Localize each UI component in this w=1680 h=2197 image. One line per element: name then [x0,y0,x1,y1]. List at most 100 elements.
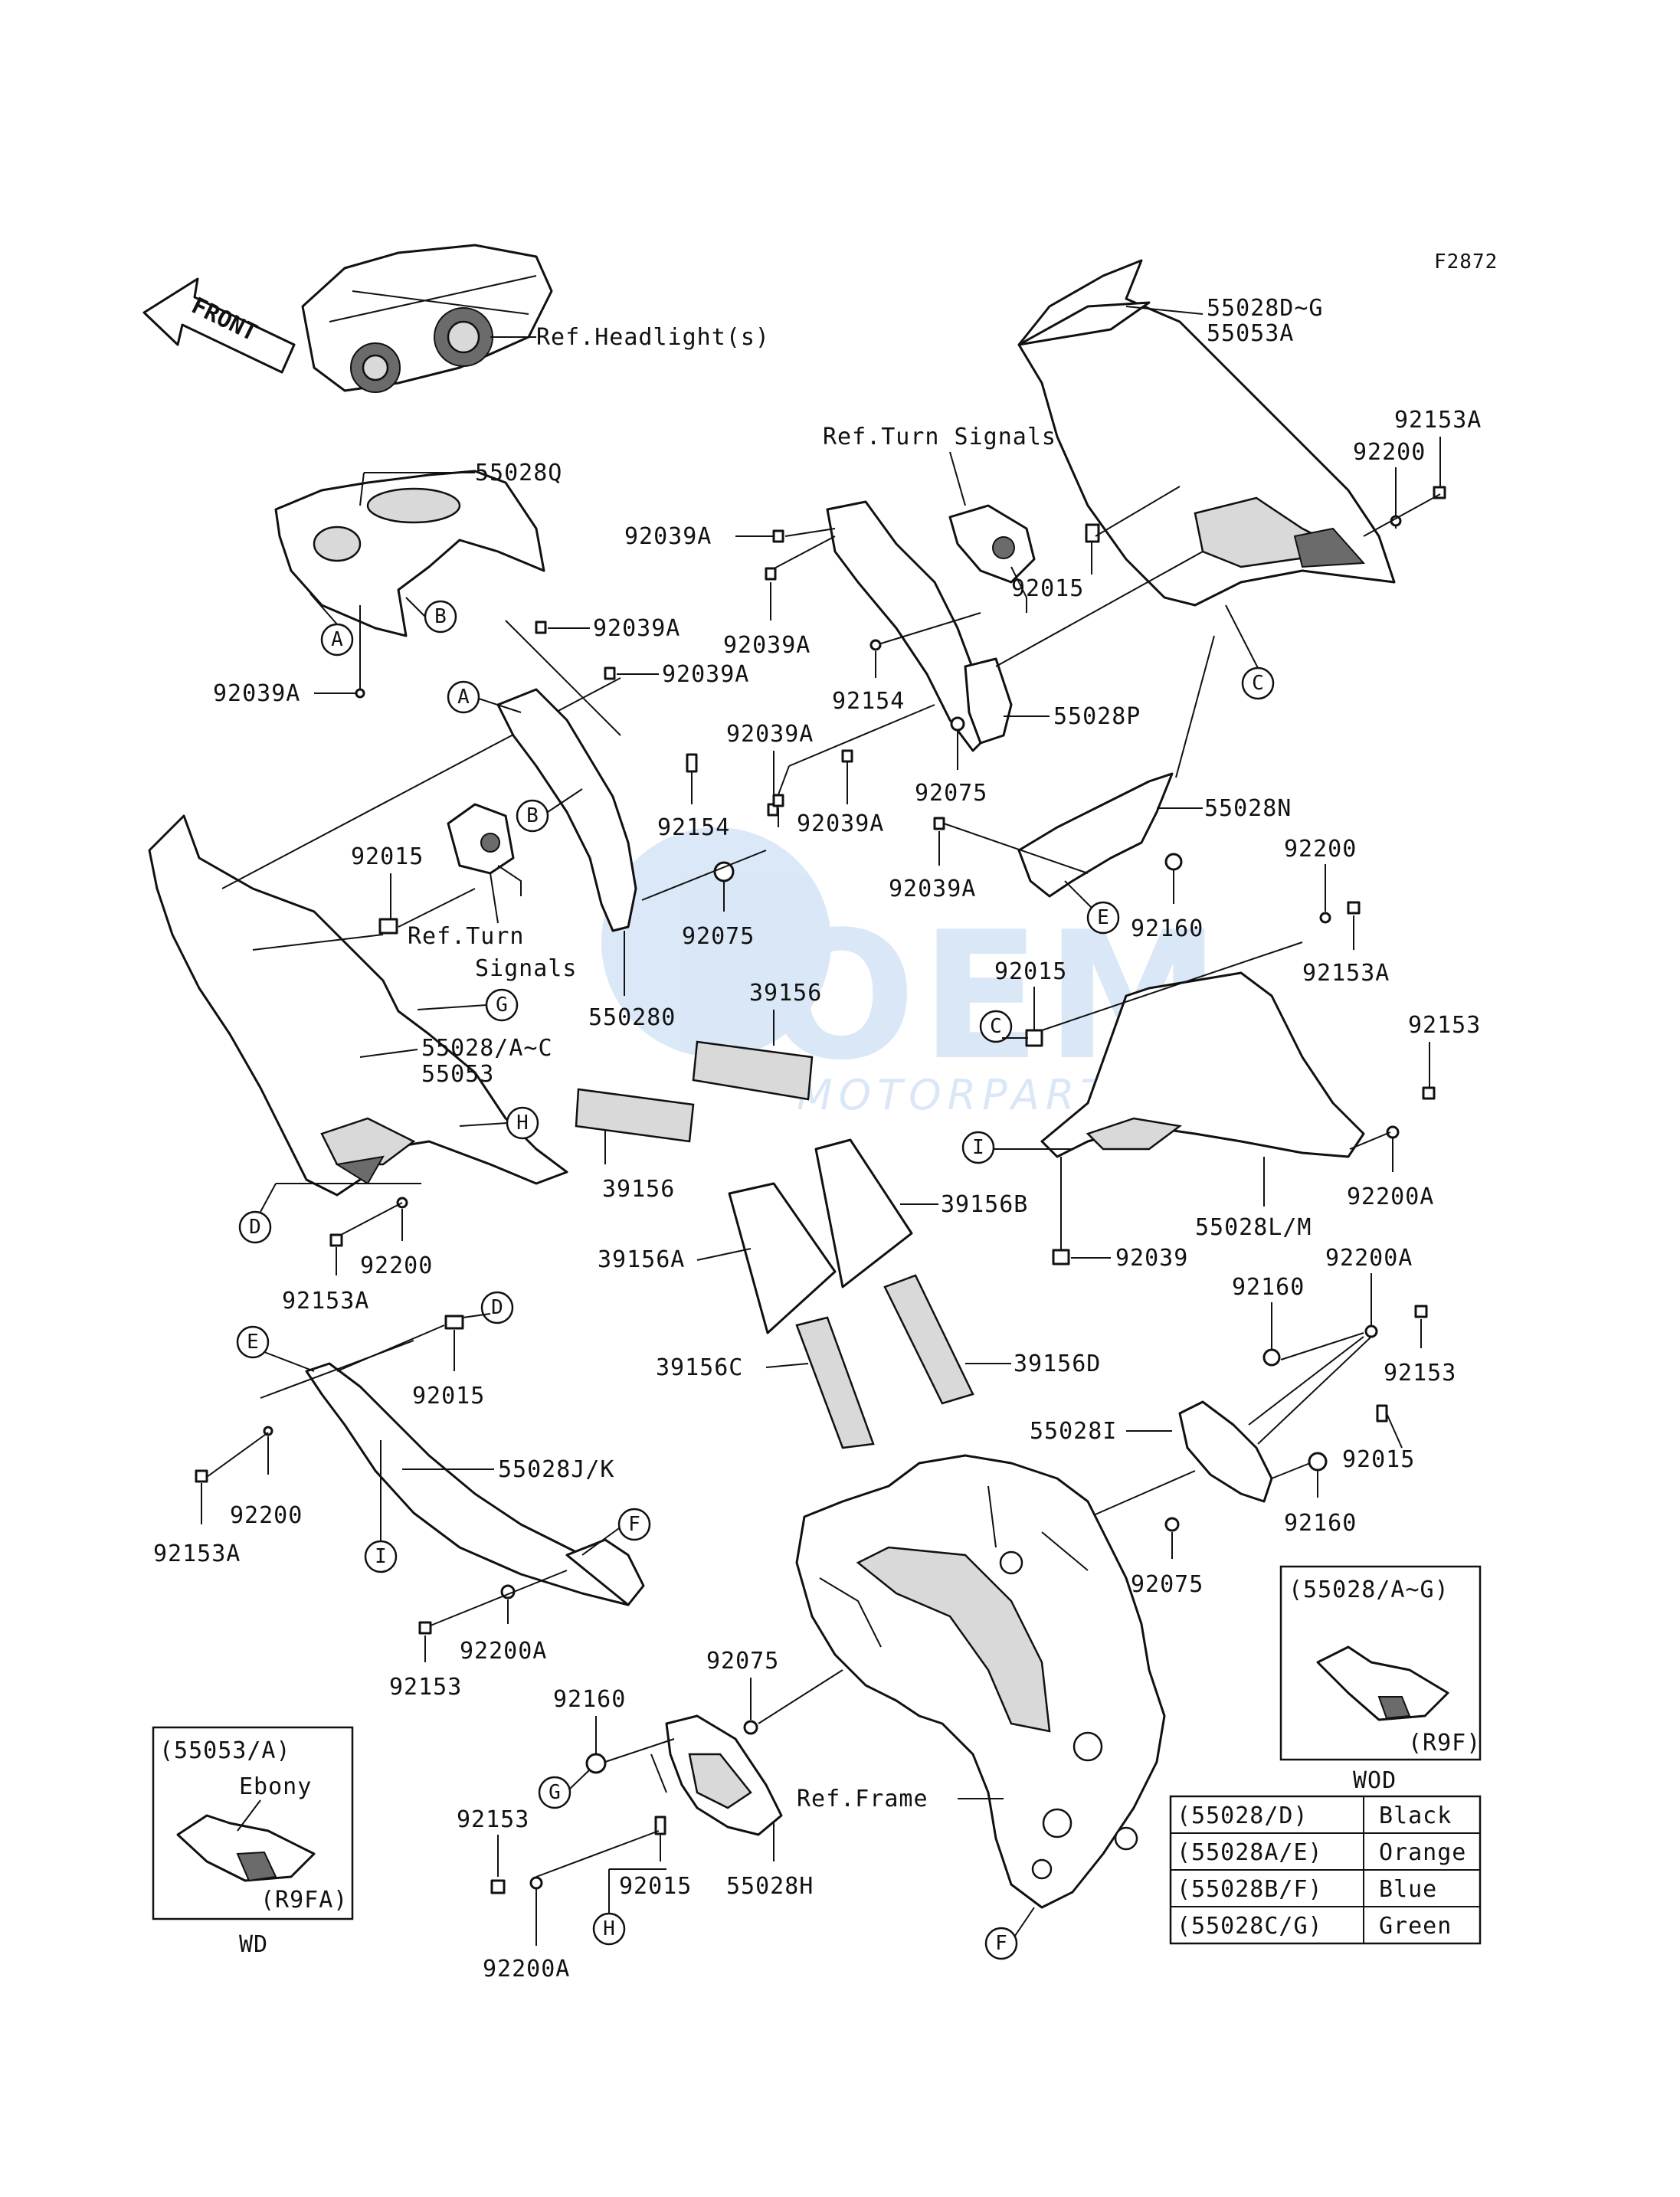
label-92039A-6: 92039A [726,721,814,748]
marker-D-1: D [238,1210,272,1244]
marker-I-1: I [961,1131,995,1164]
label-92153-3: 92153 [389,1674,462,1701]
svg-text:E: E [1097,906,1109,929]
color-row-1-color: Orange [1379,1839,1466,1866]
svg-text:G: G [549,1781,561,1804]
marker-D-2: D [480,1291,514,1324]
svg-text:D: D [491,1296,503,1319]
svg-text:I: I [972,1136,984,1159]
label-55053: 55053 [421,1061,494,1088]
label-92200A-2: 92200A [1325,1245,1413,1272]
inset-wd-header: (55053/A) [159,1737,291,1764]
marker-H-2: H [592,1912,626,1946]
svg-text:G: G [496,994,508,1017]
label-55028P: 55028P [1053,703,1141,730]
label-39156C: 39156C [656,1354,743,1381]
color-row-2-color: Blue [1379,1876,1437,1903]
label-92200-4: 92200 [230,1502,303,1529]
label-92015-2: 92015 [351,843,424,870]
marker-F-1: F [617,1508,651,1541]
svg-text:C: C [990,1015,1002,1038]
bracket-55028I-illustration [1178,1400,1273,1503]
svg-text:F: F [995,1932,1007,1955]
decal-39156C [795,1316,875,1449]
label-92015-1: 92015 [1011,575,1084,602]
marker-A-1: A [320,623,354,656]
decal-39156-bottom [575,1088,695,1143]
label-92039: 92039 [1115,1245,1188,1272]
label-92075-4: 92075 [706,1648,779,1675]
turn-signal-top-illustration [948,504,1036,613]
inset-wd-code: (R9FA) [260,1887,348,1914]
marker-E-2: E [236,1325,270,1359]
decal-39156A [728,1182,837,1334]
label-92039A-2: 92039A [624,523,712,550]
frame-illustration [795,1454,1166,1909]
headlight-assembly-illustration [301,244,553,393]
svg-text:C: C [1252,672,1264,695]
color-row-3-part: (55028C/G) [1177,1913,1323,1940]
label-92200-3: 92200 [360,1252,433,1279]
lower-side-piece-55028JK-illustration [305,1362,645,1606]
label-55028D-G: 55028D~G [1207,295,1324,322]
label-39156D: 39156D [1014,1351,1101,1377]
inset-wod-header: (55028/A~G) [1289,1577,1449,1603]
inset-wd: (55053/A) Ebony (R9FA) WD [152,1726,354,1958]
svg-text:H: H [516,1112,529,1135]
label-92153A-4: 92153A [153,1541,241,1567]
label-55053A: 55053A [1207,320,1294,347]
label-92015-6: 92015 [619,1873,692,1900]
inset-wd-caption: WD [239,1931,268,1958]
label-55028N: 55028N [1204,795,1292,822]
svg-text:B: B [526,804,539,827]
color-row-0-part: (55028/D) [1177,1802,1308,1829]
upper-cowl-right-illustration [1017,259,1396,607]
label-92075-1: 92075 [915,780,987,807]
label-92015-4: 92015 [412,1383,485,1410]
svg-text:B: B [434,605,447,628]
ref-headlight: Ref.Headlight(s) [536,324,770,351]
label-92153-2: 92153 [1384,1360,1456,1387]
label-92075-2: 92075 [682,923,755,950]
label-92200A-4: 92200A [483,1956,570,1983]
inset-wod-code: (R9F) [1408,1730,1481,1757]
inset-wod: (55028/A~G) (R9F) WOD [1279,1565,1482,1794]
label-92015-3: 92015 [994,958,1067,985]
bracket-55028P-illustration [964,657,1013,745]
svg-text:A: A [457,686,470,709]
svg-text:F: F [628,1513,640,1536]
marker-G-2: G [538,1776,571,1809]
bracket-55028H-illustration [665,1714,783,1836]
label-55028-A-C: 55028/A~C [421,1035,553,1062]
color-row-3-color: Green [1379,1913,1452,1940]
label-92039A-1: 92039A [213,680,300,707]
label-92160-4: 92160 [553,1686,626,1713]
marker-I-2: I [364,1540,398,1573]
upper-inner-cowl-illustration [274,470,545,637]
marker-G-1: G [485,988,519,1022]
label-92039A-3: 92039A [723,632,811,659]
label-92200-2: 92200 [1284,836,1357,863]
decal-39156D [883,1274,974,1405]
marker-F-2: F [984,1927,1018,1960]
marker-E-1: E [1086,901,1120,935]
side-panel-right-illustration [1040,971,1365,1158]
label-55028L-M: 55028L/M [1195,1214,1312,1241]
marker-A-2: A [447,680,480,714]
color-row-2-part: (55028B/F) [1177,1876,1323,1903]
ref-turn-mid-2: Signals [475,955,577,982]
label-55028J-K: 55028J/K [498,1456,615,1483]
marker-B-2: B [516,799,549,833]
side-fairing-left-illustration [148,814,568,1197]
figure-id: F2872 [1434,250,1498,273]
decal-39156B [814,1138,913,1288]
svg-text:A: A [331,628,343,651]
marker-H-1: H [506,1106,539,1140]
marker-C-1: C [1241,666,1275,700]
label-92153A-3: 92153A [282,1288,369,1315]
label-92200-r1: 92200 [1353,439,1426,466]
label-55028Q: 55028Q [475,460,562,486]
turn-signal-mid-illustration [447,803,522,896]
decal-39156-top [692,1040,814,1101]
